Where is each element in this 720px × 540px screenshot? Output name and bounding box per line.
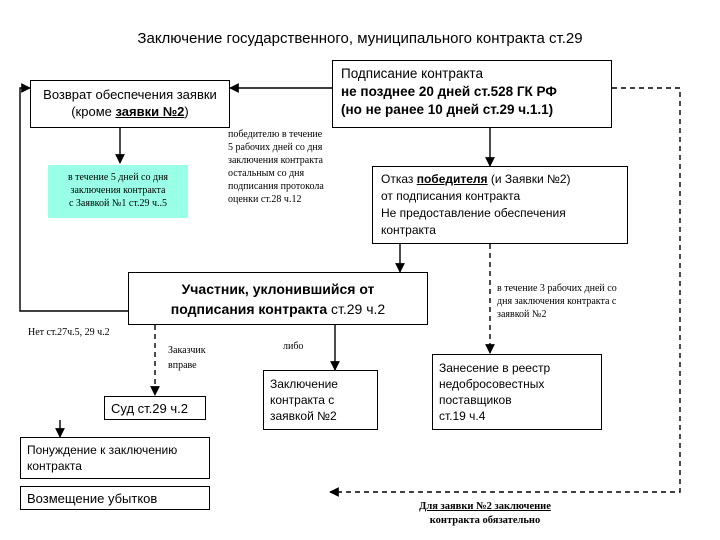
winner-note-line1: победителю в течение — [228, 129, 323, 140]
compulsion-box: Понуждение к заключению контракта — [20, 437, 210, 479]
contract-with-2-box: Заключение контракта с заявкой №2 — [263, 370, 378, 430]
return-security-post: ) — [184, 104, 189, 119]
refusal-line3: Не предоставление обеспечения — [381, 206, 566, 220]
winner-5-days-note: победителю в течение 5 рабочих дней со д… — [228, 128, 358, 206]
mandatory-line1: Для заявки №2 заключение — [419, 501, 551, 512]
mandatory-line2: контракта обязательно — [429, 515, 541, 526]
return-security-box: Возврат обеспечения заявки (кроме заявки… — [30, 80, 230, 128]
winner-note-line2: 5 рабочих дней со дня — [228, 142, 323, 153]
court-box: Суд ст.29 ч.2 — [104, 396, 206, 420]
refusal-pre: Отказ — [381, 172, 417, 186]
customer-may-note: Заказчик вправе — [168, 343, 238, 373]
evader-line2: подписания контракта ст.29 ч.2 — [137, 299, 419, 319]
winner-note-line6: оценки ст.28 ч.12 — [228, 194, 302, 205]
or-note: либо — [283, 341, 304, 352]
with2-line2: контракта с — [270, 393, 335, 407]
evader-bold: подписания контракта — [170, 301, 328, 317]
refusal-line1: Отказ победителя (и Заявки №2) — [381, 171, 619, 188]
customer-line1: Заказчик — [168, 345, 206, 356]
registry-line2: недобросовестных — [439, 377, 545, 391]
within3-line2: дня заключения контракта с — [497, 296, 617, 307]
registry-line1: Занесение в реестр — [439, 361, 551, 375]
registry-box: Занесение в реестр недобросовестных пост… — [432, 354, 602, 430]
within-5-days-note: в течение 5 дней со дня заключения контр… — [48, 165, 188, 218]
refusal-line2: от подписания контракта — [381, 189, 521, 203]
no-article-note: Нет ст.27ч.5, 29 ч.2 — [28, 327, 110, 338]
refusal-box: Отказ победителя (и Заявки №2) от подпис… — [372, 166, 628, 244]
compulsion-line1: Понуждение к заключению — [27, 443, 178, 457]
damages-box: Возмещение убытков — [20, 486, 210, 510]
evader-article: ст.29 ч.2 — [327, 301, 386, 317]
arrow-evader-to-return — [19, 83, 128, 312]
return-security-line2: (кроме заявки №2) — [35, 103, 225, 120]
page-title: Заключение государственного, муниципальн… — [137, 30, 583, 47]
registry-line3: поставщиков — [439, 393, 512, 407]
within5-line2: заключения контракта — [70, 185, 166, 196]
mandatory-note: Для заявки №2 заключение контракта обяза… — [360, 500, 610, 528]
return-security-underlined: заявки №2 — [115, 104, 185, 119]
evader-box: Участник, уклонившийся от подписания кон… — [128, 272, 428, 325]
arrow-signing-to-bottom — [329, 87, 681, 497]
signing-contract-box: Подписание контракта не позднее 20 дней … — [332, 60, 612, 128]
refusal-winner: победителя — [416, 172, 488, 186]
signing-line1: Подписание контракта — [341, 66, 483, 81]
within-3-days-note: в течение 3 рабочих дней со дня заключен… — [497, 282, 672, 321]
signing-line3: (но не ранее 10 дней ст.29 ч.1.1) — [341, 102, 554, 117]
within3-line3: заявкой №2 — [497, 309, 547, 320]
refusal-post: (и Заявки №2) — [487, 172, 571, 186]
within5-line3: с Заявкой №1 ст.29 ч..5 — [68, 198, 168, 209]
return-security-line1: Возврат обеспечения заявки — [43, 87, 217, 102]
winner-note-line3: заключения контракта — [228, 155, 323, 166]
with2-line3: заявкой №2 — [270, 409, 337, 423]
winner-note-line5: подписания протокола — [228, 181, 324, 192]
customer-line2: вправе — [168, 360, 197, 371]
refusal-line4: контракта — [381, 223, 436, 237]
within3-line1: в течение 3 рабочих дней со — [497, 283, 617, 294]
winner-note-line4: остальным со дня — [228, 168, 305, 179]
within5-line1: в течение 5 дней со дня — [67, 172, 169, 183]
signing-line2: не позднее 20 дней ст.528 ГК РФ — [341, 84, 557, 99]
return-security-pre: (кроме — [71, 104, 116, 119]
with2-line1: Заключение — [270, 377, 338, 391]
registry-line4: ст.19 ч.4 — [439, 409, 486, 423]
evader-line1: Участник, уклонившийся от — [181, 281, 375, 297]
compulsion-line2: контракта — [27, 459, 82, 473]
